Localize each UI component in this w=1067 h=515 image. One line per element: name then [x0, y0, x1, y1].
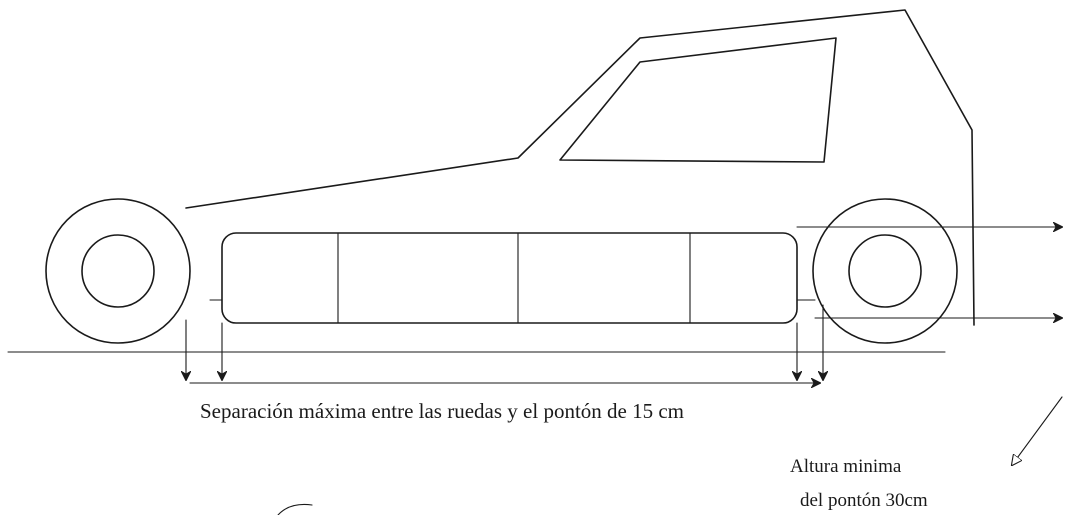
front-wheel — [45, 198, 191, 344]
car-window — [559, 37, 837, 163]
side-pod — [209, 232, 816, 324]
rear-wheel — [812, 198, 958, 344]
gap-caption: Separación máxima entre las ruedas y el … — [200, 399, 684, 423]
height-note-line2: del pontón 30cm — [800, 490, 928, 511]
rear-tire — [812, 198, 958, 344]
side-pod-outline — [221, 232, 798, 324]
front-tire — [45, 198, 191, 344]
hand-drawn-mark — [277, 503, 313, 515]
car-body-outline — [185, 9, 975, 326]
height-pointer-arrow — [1012, 396, 1063, 465]
height-note-line1: Altura minima — [790, 456, 902, 477]
rear-rim — [848, 234, 922, 308]
front-rim — [81, 234, 155, 308]
